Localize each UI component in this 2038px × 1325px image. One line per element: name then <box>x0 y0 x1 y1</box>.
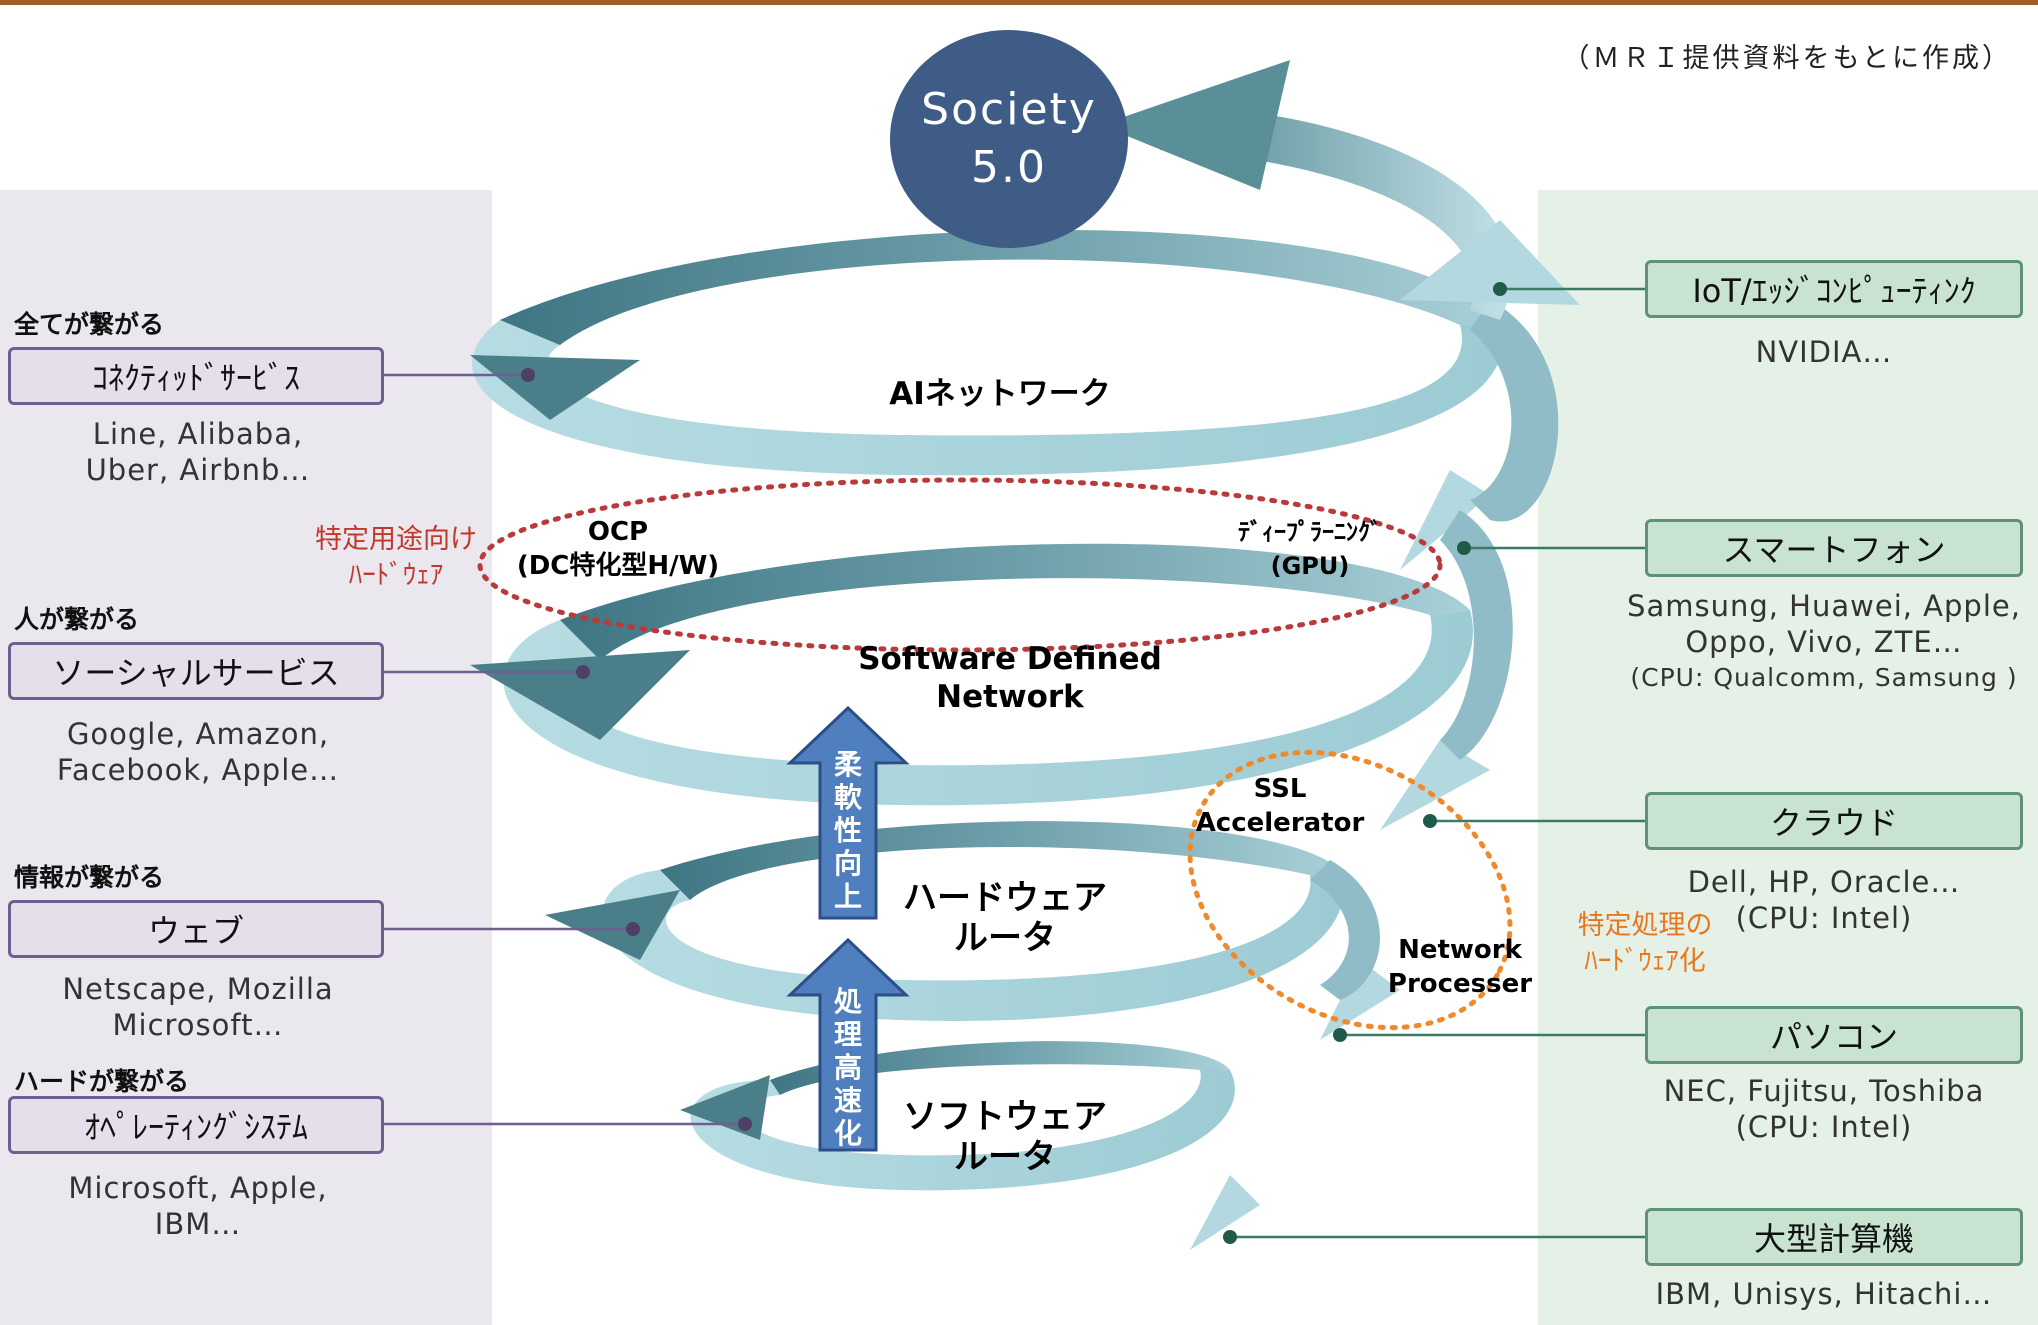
flexibility-arrow-label: 柔軟性向上 <box>833 748 862 913</box>
left-heading-hard: ハードが繋がる <box>14 1067 190 1096</box>
software-router-label: ソフトウェアルータ <box>903 1097 1107 1177</box>
mainframe-box: 大型計算機 <box>1645 1208 2023 1266</box>
ocp-label: OCP(DC特化型H/W) <box>516 517 720 581</box>
orange-dotted-ellipse <box>1187 749 1513 1031</box>
red-dotted-ellipse <box>477 477 1443 653</box>
mainframe-examples: IBM, Unisys, Hitachi… <box>1655 1277 1993 1311</box>
left-heading-info: 情報が繋がる <box>14 863 165 892</box>
society-line1: Society <box>921 84 1097 135</box>
special-purpose-hardware-note: 特定用途向けﾊｰﾄﾞｳｪｱ <box>315 524 477 591</box>
top-arc-arrow <box>1100 60 1580 320</box>
connected-service-examples: Line, Alibaba,Uber, Airbnb… <box>85 417 311 487</box>
top-accent-bar <box>0 0 2038 5</box>
left-heading-people: 人が繋がる <box>14 605 140 634</box>
speed-arrow-label: 処理高速化 <box>833 985 862 1150</box>
pc-examples: NEC, Fujitsu, Toshiba(CPU: Intel) <box>1663 1074 1985 1144</box>
cloud-examples: Dell, HP, Oracle…(CPU: Intel) <box>1687 865 1961 935</box>
pc-box: パソコン <box>1645 1006 2023 1064</box>
left-heading-all: 全てが繋がる <box>14 310 165 339</box>
hardware-router-label: ハードウェアルータ <box>903 878 1107 958</box>
up-arrow-speed <box>786 937 910 1152</box>
society-line2: 5.0 <box>971 142 1047 193</box>
operating-system-box: ｵﾍﾟﾚｰﾃｨﾝｸﾞｼｽﾃﾑ <box>8 1096 384 1154</box>
society-5-circle: Society 5.0 <box>890 30 1128 248</box>
iot-edge-box: IoT/ｴｯｼﾞｺﾝﾋﾟｭｰﾃｨﾝｸ <box>1645 260 2023 318</box>
connected-service-box: ｺﾈｸﾃｨｯﾄﾞｻｰﾋﾞｽ <box>8 347 384 405</box>
up-arrow-flex <box>786 705 910 920</box>
hardware-offload-note: 特定処理のﾊｰﾄﾞｳｪｱ化 <box>1577 910 1713 977</box>
source-caption: （ＭＲＩ提供資料をもとに作成） <box>1562 43 2012 74</box>
web-box: ウェブ <box>8 900 384 958</box>
cloud-box: クラウド <box>1645 792 2023 850</box>
right-panel-background <box>1538 190 2038 1325</box>
social-service-box: ソーシャルサービス <box>8 642 384 700</box>
iot-edge-examples: NVIDIA… <box>1755 335 1893 369</box>
ai-network-label: AIネットワーク <box>889 376 1111 412</box>
operating-system-examples: Microsoft, Apple,IBM… <box>68 1171 328 1241</box>
social-service-examples: Google, Amazon,Facebook, Apple… <box>56 717 340 787</box>
smartphone-box: スマートフォン <box>1645 519 2023 577</box>
deep-learning-label: ﾃﾞｨｰﾌﾟﾗｰﾆﾝｸﾞ(GPU) <box>1238 518 1382 580</box>
smartphone-examples: Samsung, Huawei, Apple,Oppo, Vivo, ZTE… … <box>1627 589 2021 692</box>
